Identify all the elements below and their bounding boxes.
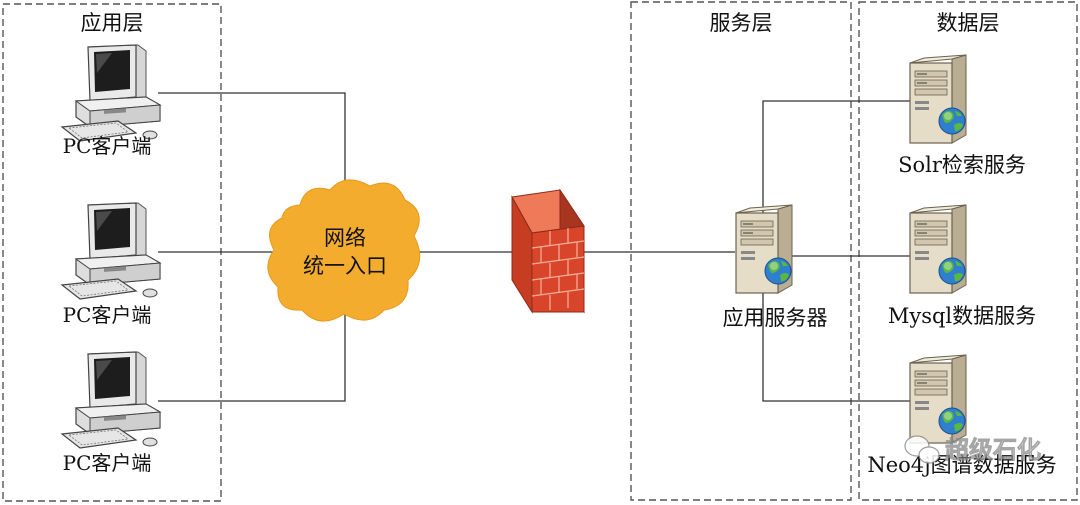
- pc-client-label: PC客户端: [63, 303, 152, 327]
- service-layer-title: 服务层: [710, 11, 773, 35]
- watermark-text: 超级石化: [945, 436, 1041, 464]
- server-globe-icon: [909, 54, 967, 144]
- desktop-computer-icon: [61, 44, 161, 142]
- service-layer-frame: [630, 1, 852, 501]
- data-service-mysql: Mysql数据服务: [888, 204, 1036, 328]
- pc-client-label: PC客户端: [63, 451, 152, 475]
- connection-lines: [158, 92, 915, 402]
- server-globe-icon: [909, 204, 967, 294]
- pc-client-3: PC客户端: [61, 351, 161, 475]
- brick-firewall-icon: [511, 188, 585, 314]
- data-service-label: Neo4j图谱数据服务: [867, 453, 1056, 477]
- data-service-label: Solr检索服务: [898, 153, 1026, 177]
- link-server-neo4j: [762, 292, 915, 402]
- network-cloud: 网络 统一入口: [267, 179, 421, 322]
- wechat-logo-icon: [904, 435, 940, 464]
- network-label-line1: 网络: [324, 226, 366, 250]
- data-layer-title: 数据层: [937, 11, 1000, 35]
- server-globe-icon: [735, 204, 793, 294]
- firewall: [511, 188, 585, 314]
- link-server-solr: [762, 100, 915, 215]
- watermark: 超级石化: [904, 435, 1041, 464]
- data-layer-frame: [858, 1, 1078, 501]
- data-service-label: Mysql数据服务: [888, 304, 1036, 328]
- desktop-computer-icon: [61, 202, 161, 300]
- app-server-label: 应用服务器: [723, 306, 828, 330]
- pc-client-label: PC客户端: [63, 134, 152, 158]
- data-service-solr: Solr检索服务: [898, 54, 1026, 177]
- data-service-neo4j: Neo4j图谱数据服务: [867, 354, 1057, 477]
- link-client-1: [158, 92, 346, 200]
- pc-client-2: PC客户端: [61, 202, 161, 327]
- network-label-line2: 统一入口: [303, 254, 387, 278]
- desktop-computer-icon: [61, 351, 161, 449]
- cloud-icon: [267, 179, 421, 322]
- app-server: 应用服务器: [723, 204, 828, 330]
- app-layer-title: 应用层: [81, 11, 144, 35]
- pc-client-1: PC客户端: [61, 44, 161, 158]
- server-globe-icon: [909, 354, 967, 444]
- link-client-3: [158, 310, 346, 402]
